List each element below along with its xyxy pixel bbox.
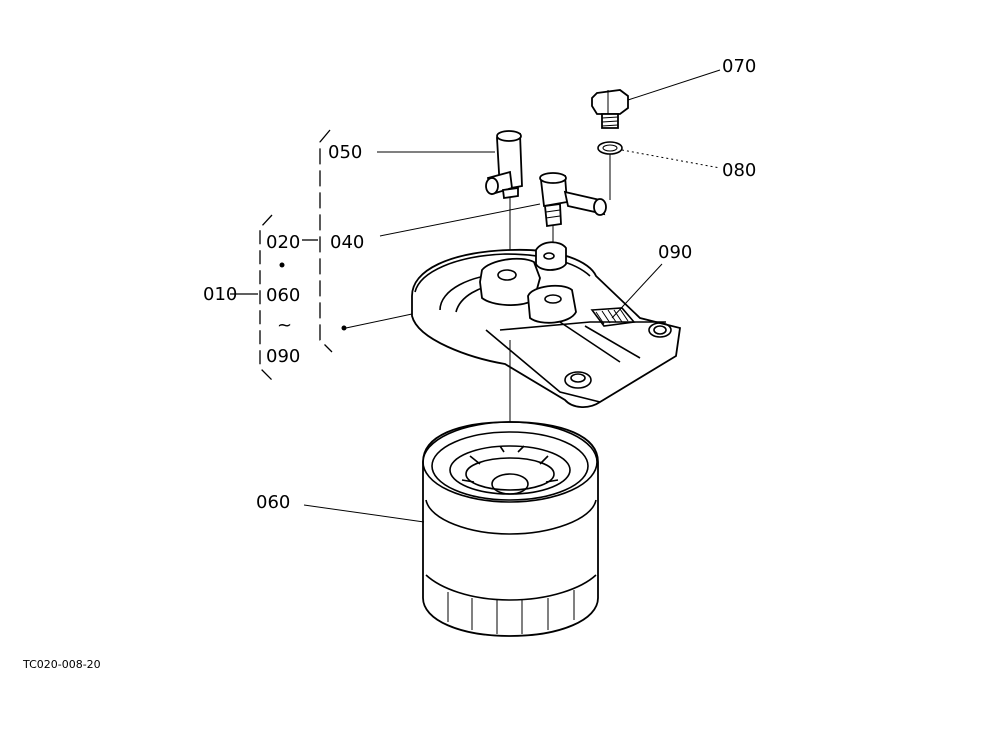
label-070: 070 <box>722 56 756 77</box>
fitting-050 <box>485 130 523 200</box>
bolt-070 <box>591 89 629 129</box>
fitting-040 <box>539 172 607 228</box>
leader-090 <box>611 263 663 319</box>
label-010: 010 <box>203 284 237 305</box>
group-bracket-head <box>319 129 413 353</box>
filter-head <box>411 241 682 408</box>
label-050: 050 <box>328 142 362 163</box>
label-090-right: 090 <box>658 242 692 263</box>
leader-040 <box>379 203 541 237</box>
label-020: 020 <box>266 232 300 253</box>
label-080: 080 <box>722 160 756 181</box>
label-tilde: ~ <box>277 315 292 336</box>
label-060: 060 <box>256 492 290 513</box>
label-090-group: 090 <box>266 346 300 367</box>
leader-060 <box>303 504 425 523</box>
washer-080 <box>597 141 623 155</box>
filter-cartridge-060 <box>422 421 599 637</box>
leader-080 <box>621 149 721 169</box>
label-040: 040 <box>330 232 364 253</box>
leader-070 <box>627 69 721 101</box>
label-060-group: 060 <box>266 285 300 306</box>
group-bracket-010 <box>230 214 318 381</box>
drawing-code: TC020-008-20 <box>22 658 101 671</box>
